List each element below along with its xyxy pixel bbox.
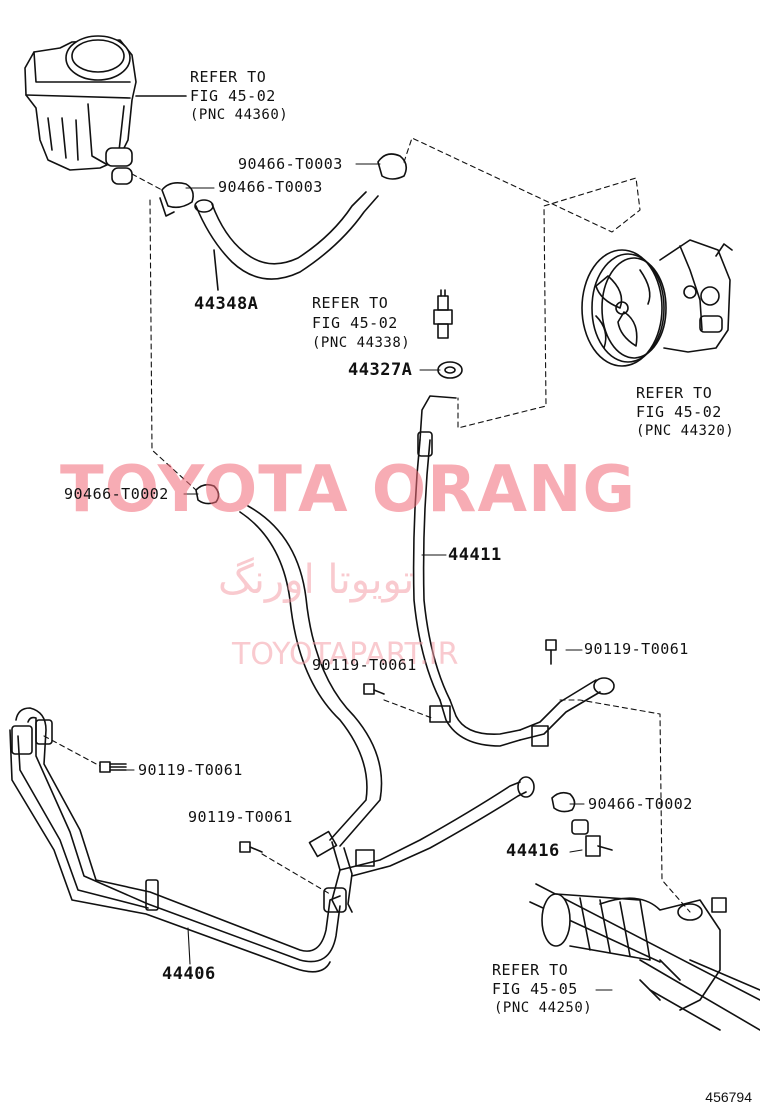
pump-drawing — [581, 239, 733, 367]
pump-refer-line3: (PNC 44320) — [636, 423, 735, 439]
clamp-lower-right-label: 90466-T0002 — [588, 795, 693, 813]
return-hose-label: 44348A — [194, 294, 259, 314]
watermark-url: TOYOTAPART.IR — [232, 637, 459, 672]
bolt-left-label: 90119-T0061 — [138, 761, 243, 779]
connection-lines — [43, 137, 691, 913]
pressure-switch-drawing — [433, 289, 463, 379]
gasket-label: 44327A — [348, 360, 413, 380]
switch-refer-line1: REFER TO — [312, 294, 389, 312]
cooler-hose-drawing — [239, 505, 535, 913]
watermark-persian: تویوتا اورنگ — [218, 557, 415, 603]
reservoir-refer-line3: (PNC 44360) — [190, 107, 289, 123]
clamp-top-label: 90466-T0003 — [238, 155, 343, 173]
pressure-hose-drawing — [412, 395, 615, 747]
pump-refer-line1: REFER TO — [636, 384, 713, 402]
return-tube-drawing — [9, 707, 347, 973]
return-hose-drawing — [194, 191, 379, 291]
bolt-drawings — [99, 639, 557, 853]
union-label: 44416 — [506, 841, 560, 861]
steering-gear-drawing — [529, 883, 760, 1031]
gear-refer-line2: FIG 45-05 — [492, 980, 578, 998]
bolt-lower-mid-label: 90119-T0061 — [188, 808, 293, 826]
clamp-drawings — [159, 153, 576, 813]
return-tube-label: 44406 — [162, 964, 216, 984]
gear-refer-line3: (PNC 44250) — [494, 1000, 593, 1016]
pump-refer-line2: FIG 45-02 — [636, 403, 722, 421]
switch-refer-line2: FIG 45-02 — [312, 314, 398, 332]
gear-refer-line1: REFER TO — [492, 961, 569, 979]
bolt-upper-right-label: 90119-T0061 — [584, 640, 689, 658]
figure-id: 456794 — [705, 1089, 752, 1105]
switch-refer-line3: (PNC 44338) — [312, 335, 411, 351]
watermark-main: TOYOTA ORANG — [60, 453, 637, 527]
bolt-center-label: 90119-T0061 — [312, 656, 417, 674]
union-drawing — [571, 819, 613, 857]
leader-lines — [125, 163, 613, 991]
pressure-hose-label: 44411 — [448, 545, 502, 565]
reservoir-tank-drawing — [24, 35, 187, 185]
reservoir-refer-line2: FIG 45-02 — [190, 87, 276, 105]
clamp-mid-label: 90466-T0002 — [64, 485, 169, 503]
clamp-reservoir-label: 90466-T0003 — [218, 178, 323, 196]
reservoir-refer-line1: REFER TO — [190, 68, 267, 86]
